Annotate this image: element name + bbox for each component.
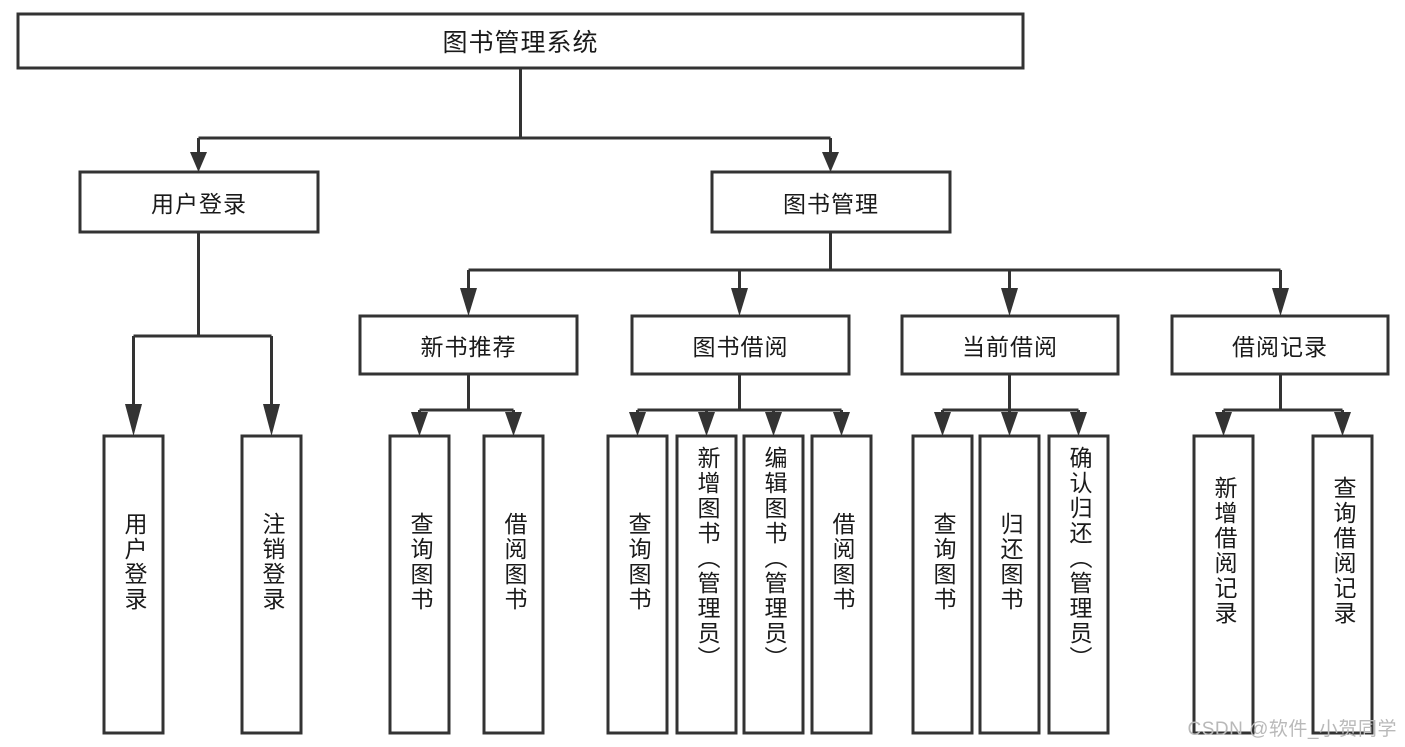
arrow-head-leaf-borrow-book-1 [505, 412, 522, 436]
node-box-book-manage[interactable] [710, 170, 952, 234]
arrow-head-book-borrow [731, 288, 748, 316]
leaf-box-add-borrow-record[interactable] [1192, 434, 1255, 735]
arrow-head-leaf-add-book [698, 412, 715, 436]
arrow-head-leaf-user-logout [263, 404, 280, 436]
leaf-box-query-borrow-record[interactable] [1311, 434, 1374, 735]
arrow-head-book-manage [822, 152, 839, 172]
arrow-head-leaf-confirm-return [1070, 412, 1087, 436]
arrow-head-leaf-add-borrow-record [1215, 412, 1232, 436]
leaf-label-wrap-user-login: 用户登录 [104, 436, 163, 733]
leaf-label-wrap-borrow-book-2: 借阅图书 [812, 436, 871, 733]
arrow-head-leaf-query-book-3 [934, 412, 951, 436]
leaf-label-borrow-book-1: 借阅图书 [501, 512, 527, 612]
node-box-new-book-recommend[interactable] [358, 314, 579, 376]
leaf-label-add-book: 新增图书（管理员） [694, 446, 720, 671]
leaf-box-borrow-book-1[interactable] [482, 434, 545, 735]
leaf-label-wrap-query-book-2: 查询图书 [608, 436, 667, 733]
leaf-box-edit-book[interactable] [742, 434, 805, 735]
leaf-label-return-book: 归还图书 [997, 512, 1023, 612]
arrow-head-leaf-query-book-2 [629, 412, 646, 436]
arrow-head-current-borrow [1001, 288, 1018, 316]
arrow-head-user-login [190, 152, 207, 172]
leaf-label-borrow-book-2: 借阅图书 [829, 512, 855, 612]
node-box-book-borrow[interactable] [630, 314, 851, 376]
node-box-current-borrow[interactable] [900, 314, 1120, 376]
leaf-box-return-book[interactable] [978, 434, 1041, 735]
leaf-label-wrap-query-book-1: 查询图书 [390, 436, 449, 733]
leaf-box-user-login[interactable] [102, 434, 165, 735]
leaf-label-query-book-2: 查询图书 [625, 512, 651, 612]
arrow-head-leaf-query-book-1 [411, 412, 428, 436]
leaf-box-borrow-book-2[interactable] [810, 434, 873, 735]
leaf-box-user-logout[interactable] [240, 434, 303, 735]
leaf-label-wrap-user-logout: 注销登录 [242, 436, 301, 733]
leaf-box-confirm-return[interactable] [1047, 434, 1110, 735]
leaf-label-user-login: 用户登录 [121, 512, 147, 612]
arrow-head-leaf-user-login [125, 404, 142, 436]
leaf-box-add-book[interactable] [675, 434, 738, 735]
leaf-label-wrap-edit-book: 编辑图书（管理员） [744, 436, 803, 733]
node-box-root[interactable] [16, 12, 1025, 70]
arrow-head-leaf-query-borrow-record [1334, 412, 1351, 436]
arrow-head-leaf-borrow-book-2 [833, 412, 850, 436]
leaf-label-wrap-add-borrow-record: 新增借阅记录 [1194, 436, 1253, 733]
arrow-head-new-book-recommend [460, 288, 477, 316]
leaf-label-wrap-query-borrow-record: 查询借阅记录 [1313, 436, 1372, 733]
arrow-head-leaf-edit-book [765, 412, 782, 436]
leaf-label-add-borrow-record: 新增借阅记录 [1211, 476, 1237, 626]
leaf-label-query-book-3: 查询图书 [930, 512, 956, 612]
node-box-borrow-record[interactable] [1170, 314, 1390, 376]
leaf-box-query-book-1[interactable] [388, 434, 451, 735]
leaf-label-wrap-query-book-3: 查询图书 [913, 436, 972, 733]
arrow-head-borrow-record [1272, 288, 1289, 316]
leaf-label-confirm-return: 确认归还（管理员） [1066, 446, 1092, 671]
leaf-label-edit-book: 编辑图书（管理员） [761, 446, 787, 671]
leaf-label-query-borrow-record: 查询借阅记录 [1330, 476, 1356, 626]
leaf-label-wrap-add-book: 新增图书（管理员） [677, 436, 736, 733]
leaf-label-wrap-borrow-book-1: 借阅图书 [484, 436, 543, 733]
leaf-label-user-logout: 注销登录 [259, 512, 285, 612]
leaf-box-query-book-3[interactable] [911, 434, 974, 735]
leaf-label-wrap-return-book: 归还图书 [980, 436, 1039, 733]
arrow-head-leaf-return-book [1001, 412, 1018, 436]
leaf-label-query-book-1: 查询图书 [407, 512, 433, 612]
leaf-label-wrap-confirm-return: 确认归还（管理员） [1049, 436, 1108, 733]
leaf-box-query-book-2[interactable] [606, 434, 669, 735]
node-box-user-login[interactable] [78, 170, 320, 234]
